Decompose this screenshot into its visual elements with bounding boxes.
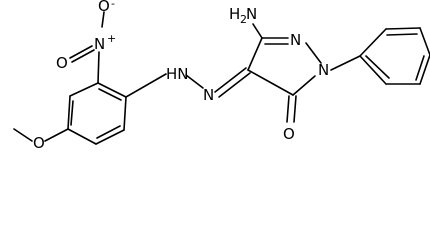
amino-carbonyl-bonds bbox=[252, 23, 297, 123]
molecule-diagram: H 2 N N N O HN N N + O - O O bbox=[13, 0, 430, 152]
structure-canvas: H 2 N N N O HN N N + O - O O bbox=[13, 0, 430, 152]
nitro-o-left-label: O bbox=[56, 54, 68, 72]
methoxy-o-label: O bbox=[33, 134, 45, 152]
nitro-bonds bbox=[69, 11, 105, 84]
pyrazole-n1-label: N bbox=[318, 61, 329, 79]
amine-h-label: H bbox=[229, 5, 240, 23]
pyrazolone-ring-bonds bbox=[247, 37, 322, 96]
nitro-n-label: N bbox=[94, 35, 105, 53]
pyrazole-n2-label: N bbox=[290, 31, 301, 49]
nitro-group-labels: N + O - O bbox=[56, 0, 116, 72]
amine-n-label: N bbox=[246, 5, 257, 23]
nitro-o-top-label: O bbox=[98, 0, 110, 15]
nitro-o-top-charge: - bbox=[111, 0, 115, 10]
atom-amine: H 2 N bbox=[229, 5, 257, 26]
azo-n-label: N bbox=[203, 86, 214, 104]
methoxyphenyl-ring-bonds bbox=[67, 82, 127, 145]
carbonyl-o-label: O bbox=[283, 125, 295, 143]
hydrazone-bonds bbox=[125, 67, 251, 98]
phenyl-ring-bonds bbox=[330, 27, 430, 85]
hydrazone-nh-label: HN bbox=[166, 65, 189, 83]
nitro-n-charge: + bbox=[107, 32, 116, 45]
methoxy-bonds bbox=[13, 128, 69, 142]
amine-subscript: 2 bbox=[240, 13, 247, 26]
